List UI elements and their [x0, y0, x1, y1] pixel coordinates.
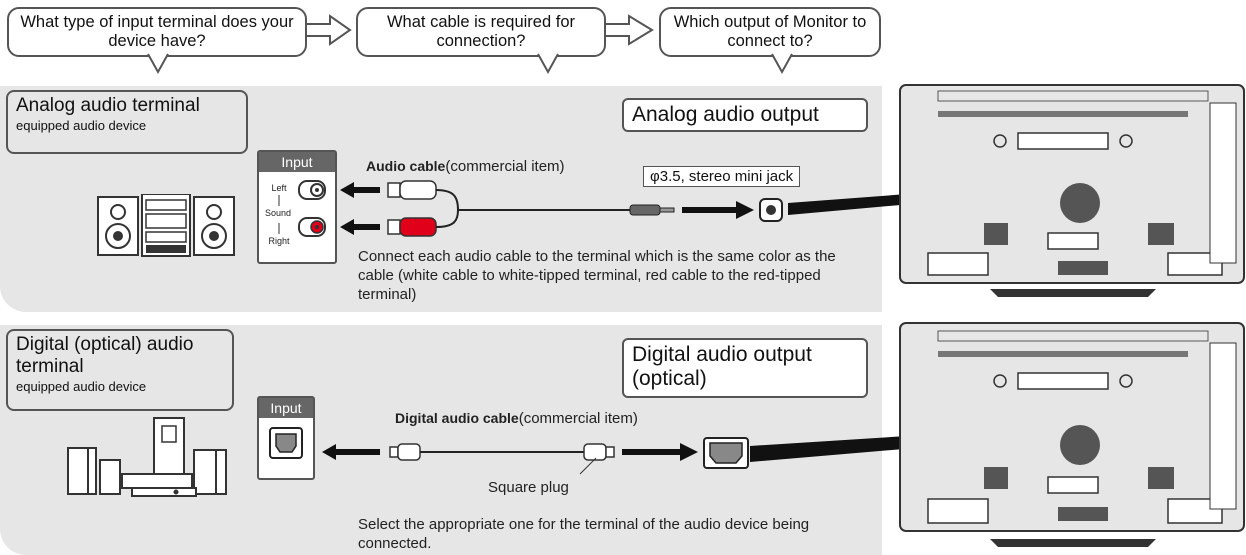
step-device-terminal: What type of input terminal does your de…: [7, 7, 307, 57]
analog-note: Connect each audio cable to the terminal…: [358, 248, 836, 303]
flow-arrow-icon: [305, 14, 352, 46]
optical-input-port-icon: [269, 427, 303, 459]
digital-note: Select the appropriate one for the termi…: [358, 516, 810, 552]
digital-cable-note: (commercial item): [518, 410, 638, 427]
analog-output-label: Analog audio output: [622, 98, 868, 132]
bubble-tail-icon: [537, 53, 559, 75]
analog-input-sound: Sound: [264, 208, 292, 218]
digital-device-title: Digital (optical) audio terminal: [16, 334, 194, 377]
digital-output-label: Digital audio output (optical): [622, 338, 868, 398]
arrow-right-icon: [622, 443, 698, 461]
analog-cable-label: Audio cable(commercial item): [366, 158, 565, 175]
arrow-left-icon: [322, 444, 380, 460]
analog-cable-diagram: [340, 180, 783, 237]
analog-input-right: Right: [268, 236, 290, 246]
digital-cable-diagram: [322, 437, 749, 475]
step-required-cable-label: What cable is required for connection?: [386, 13, 575, 50]
digital-input-header: Input: [259, 398, 313, 418]
analog-device-label: Analog audio terminal equipped audio dev…: [6, 90, 248, 154]
analog-input-panel: Input: [257, 150, 337, 264]
stereo-system-icon: [97, 194, 235, 257]
square-plug-icon: [583, 443, 607, 461]
optical-plug-icon: [389, 446, 399, 458]
red-rca-plug-icon: [387, 219, 401, 235]
analog-input-left: Left: [271, 183, 287, 193]
arrow-right-icon: [682, 201, 754, 219]
analog-cable-name: Audio cable: [366, 158, 446, 174]
mini-jack-plug-icon: [629, 204, 661, 216]
analog-cable-note: (commercial item): [445, 158, 565, 175]
digital-cable-label: Digital audio cable(commercial item): [395, 410, 638, 427]
digital-cable-name: Digital audio cable: [395, 410, 519, 426]
arrow-left-icon: [340, 182, 380, 198]
arrow-left-icon: [340, 219, 380, 235]
step-monitor-output: Which output of Monitor to connect to?: [659, 7, 881, 57]
digital-device-label: Digital (optical) audio terminal equippe…: [6, 329, 234, 411]
white-rca-plug-icon: [387, 182, 401, 198]
bubble-tail-icon: [771, 53, 793, 75]
flow-arrows: [147, 14, 793, 75]
flow-arrow-icon: [604, 14, 654, 46]
step-device-terminal-label: What type of input terminal does your de…: [20, 13, 294, 50]
analog-input-header: Input: [259, 152, 335, 172]
monitor-rear-digital: [899, 322, 1245, 547]
step-monitor-output-label: Which output of Monitor to connect to?: [673, 13, 867, 50]
analog-device-sub: equipped audio device: [16, 118, 147, 133]
bubble-tail-icon: [147, 53, 169, 75]
monitor-rear-analog: [899, 84, 1245, 297]
analog-jack-label: φ3.5, stereo mini jack: [643, 166, 801, 187]
analog-input-jacks: [278, 180, 326, 237]
digital-device-sub: equipped audio device: [16, 379, 147, 394]
home-theater-icon: [67, 417, 227, 497]
analog-device-title: Analog audio terminal: [16, 95, 200, 116]
square-plug-label: Square plug: [488, 479, 569, 496]
